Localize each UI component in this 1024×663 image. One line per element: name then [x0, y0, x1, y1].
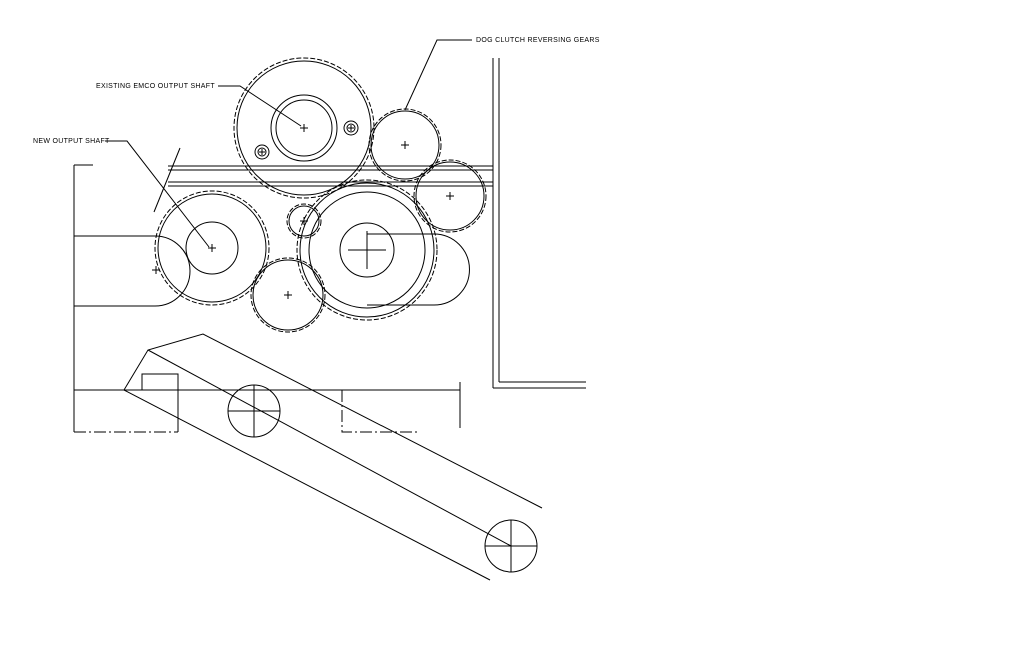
- existing-shaft-label: EXISTING EMCO OUTPUT SHAFT: [96, 83, 215, 90]
- upper-pulley: [227, 384, 281, 438]
- new-shaft-label: NEW OUTPUT SHAFT: [33, 138, 110, 145]
- lower-pulley: [484, 519, 538, 573]
- dog-clutch-label: DOG CLUTCH REVERSING GEARS: [476, 37, 600, 44]
- small-idler-gear: [286, 203, 322, 239]
- dog-clutch-gear-lower: [413, 159, 487, 233]
- lower-idler-gear: [250, 257, 326, 333]
- existing-output-gear: [233, 57, 375, 199]
- leader-lines: [105, 39, 472, 248]
- frame-wall: [492, 58, 586, 389]
- left-frame: [73, 164, 461, 433]
- central-gear: [296, 179, 470, 321]
- new-output-gear: [74, 190, 270, 307]
- inclined-arm: [123, 333, 543, 581]
- horizontal-rails: [153, 147, 493, 213]
